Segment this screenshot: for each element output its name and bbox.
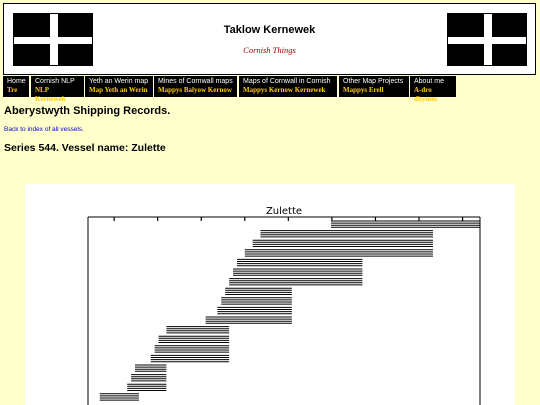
chart-bar <box>233 268 363 276</box>
chart-bar <box>225 287 292 295</box>
voyage-chart-svg: Zulette <box>87 206 481 405</box>
series-heading: Series 544. Vessel name: Zulette <box>4 142 166 154</box>
chart-bar <box>99 393 139 401</box>
chart-bar <box>229 278 363 286</box>
chart-bar <box>166 326 230 334</box>
nav-item-maps-cornish[interactable]: Maps of Cornwall in Cornish Mappys Kerno… <box>239 76 337 97</box>
nav-label-en: Home <box>7 78 26 85</box>
chart-frame <box>87 216 481 405</box>
nav-label-kw: Map Yeth an Werin <box>89 86 148 94</box>
nav-item-home[interactable]: Home Tre <box>3 76 29 97</box>
site-title: Taklow Kernewek <box>223 24 316 36</box>
nav-label-kw: Mappys Balyow Kernow <box>158 86 232 94</box>
nav-item-about[interactable]: About me A-dro dhymm <box>410 76 456 103</box>
site-header: Taklow Kernewek Cornish Things <box>3 3 536 75</box>
nav-label-en: Other Map Projects <box>343 78 404 85</box>
chart-ticks <box>113 217 464 221</box>
nav-label-kw: Mappys Kernow Kernewek <box>243 86 326 94</box>
chart-bar <box>331 220 480 228</box>
nav-label-en: Cornish NLP <box>35 78 75 85</box>
voyage-chart: Zulette <box>25 184 515 405</box>
chart-bar <box>260 230 433 238</box>
nav-label-en: Maps of Cornwall in Cornish <box>243 78 331 85</box>
nav-item-mines-maps[interactable]: Mines of Cornwall maps Mappys Balyow Ker… <box>154 76 237 97</box>
nav-label-en: About me <box>414 78 444 85</box>
site-subtitle: Cornish Things <box>243 45 296 55</box>
nav-label-en: Yeth an Werin map <box>89 78 149 85</box>
chart-bar <box>205 316 292 324</box>
nav-label-kw: Mappys Erell <box>343 86 384 94</box>
nav-label-kw: NLP Kernewek <box>35 86 66 103</box>
chart-bar <box>158 335 230 343</box>
back-to-index-link[interactable]: Back to index of all vessels. <box>4 126 84 133</box>
chart-bar <box>221 297 292 305</box>
chart-bar <box>154 345 230 353</box>
chart-bar <box>150 354 230 363</box>
cornish-flag-icon <box>447 13 527 66</box>
chart-bar <box>244 249 433 257</box>
chart-bar <box>236 258 363 267</box>
nav-item-other-maps[interactable]: Other Map Projects Mappys Erell <box>339 76 409 97</box>
chart-bar <box>252 239 433 247</box>
nav-item-cornish-nlp[interactable]: Cornish NLP NLP Kernewek <box>31 76 84 103</box>
nav-item-yeth-an-werin[interactable]: Yeth an Werin map Map Yeth an Werin <box>85 76 153 97</box>
nav-label-kw: A-dro dhymm <box>414 86 437 103</box>
chart-bar <box>127 383 167 391</box>
chart-title: Zulette <box>266 206 302 217</box>
chart-bars <box>99 220 480 401</box>
nav-label-kw: Tre <box>7 86 18 94</box>
chart-bar <box>135 364 167 372</box>
chart-bar <box>217 306 292 315</box>
page-heading: Aberystwyth Shipping Records. <box>4 105 171 117</box>
nav-label-en: Mines of Cornwall maps <box>158 78 233 85</box>
chart-bar <box>131 374 167 382</box>
cornish-flag-icon <box>13 13 93 66</box>
